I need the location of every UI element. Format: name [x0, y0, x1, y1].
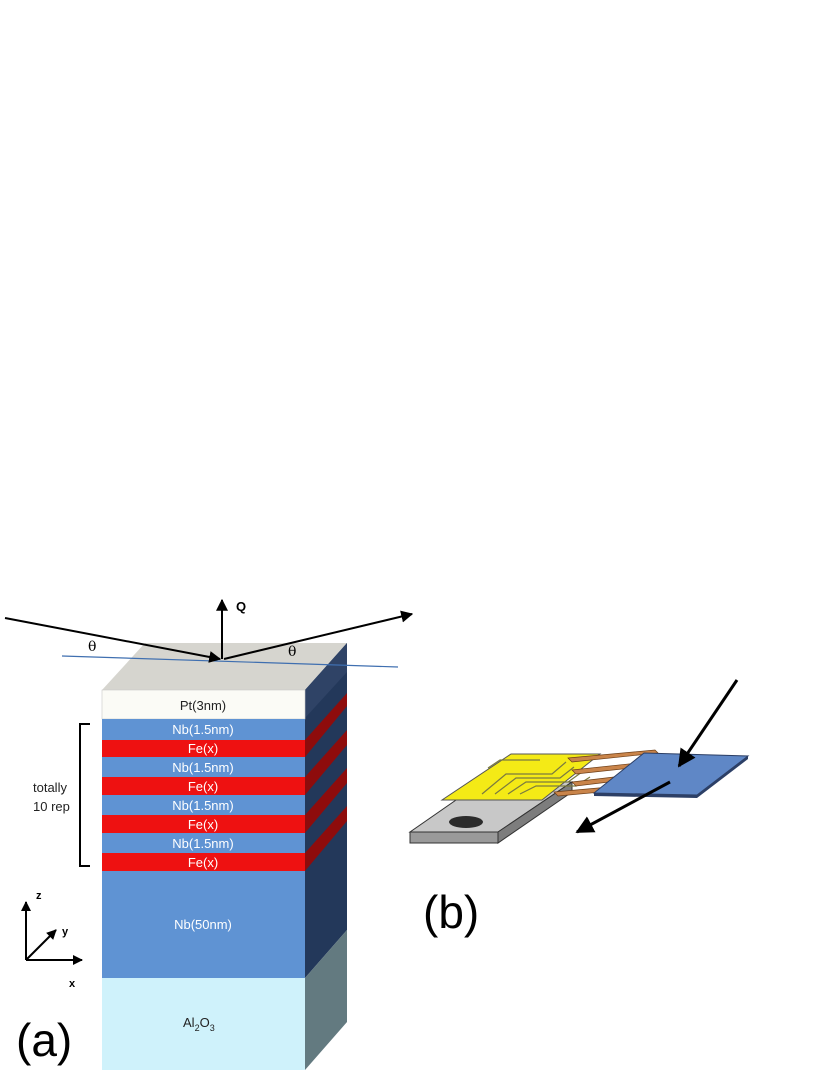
pcb-trace-1 [481, 761, 567, 795]
nb-label-2: Nb(1.5nm) [172, 760, 233, 775]
fe-layer-2 [102, 777, 305, 795]
fe-label-2: Fe(x) [188, 779, 218, 794]
nb-layer-2 [102, 757, 305, 777]
repetition-label-line2: 10 rep [33, 799, 70, 814]
fe-label-1: Fe(x) [188, 741, 218, 756]
nb-layer-1 [102, 719, 305, 740]
panel-b-label: (b) [423, 886, 479, 938]
reflected-angle-label: θ [288, 644, 296, 660]
mounting-hole [449, 816, 483, 828]
fe-label-4: Fe(x) [188, 855, 218, 870]
nb-label-3: Nb(1.5nm) [172, 798, 233, 813]
incident-angle-label: θ [88, 639, 96, 655]
nb-layer-4 [102, 833, 305, 853]
repetition-label-line1: totally [33, 780, 67, 795]
x-axis-label: x [69, 978, 76, 990]
y-axis-label: y [62, 926, 69, 938]
pcb-trace-3 [507, 771, 583, 795]
z-axis-label: z [36, 890, 42, 902]
pt-label: Pt(3nm) [180, 698, 226, 713]
fe-layer-4 [102, 853, 305, 871]
nb-thick-label: Nb(50nm) [174, 917, 232, 932]
reflected-neutron-arrow [575, 780, 671, 834]
pt-layer [101, 689, 306, 720]
incident-neutron-arrow [677, 679, 739, 768]
repetition-bracket: totally 10 rep [33, 723, 90, 867]
incident-beam-arrow [4, 617, 222, 663]
panel-a-label: (a) [16, 1014, 72, 1066]
coordinate-axes: z y x [21, 890, 83, 990]
nb-label-4: Nb(1.5nm) [172, 836, 233, 851]
substrate-side-face [305, 930, 347, 1070]
nb-thick-layer [102, 871, 305, 978]
fe-label-3: Fe(x) [188, 817, 218, 832]
sample-plane-line [61, 655, 399, 668]
nb-layer-3 [102, 795, 305, 815]
reflected-beam-arrow [223, 610, 414, 660]
substrate-label: Al2O3 [183, 1015, 215, 1033]
sample-holder [408, 679, 750, 844]
substrate-layer [102, 978, 305, 1070]
y-axis-arrow [25, 929, 57, 961]
nb-label-1: Nb(1.5nm) [172, 722, 233, 737]
pcb-board [440, 753, 602, 801]
fe-layer-3 [102, 815, 305, 833]
stack-top-face [102, 643, 347, 690]
fe-layer-1 [102, 740, 305, 757]
pcb-trace-2 [494, 766, 575, 795]
scattering-geometry: Q θ θ [4, 598, 414, 668]
stack-side-face [305, 643, 347, 978]
q-label: Q [236, 599, 246, 614]
multilayer-stack: Pt(3nm) Nb(1.5nm) Fe(x) Nb(1.5nm) Fe(x) … [101, 643, 347, 1070]
